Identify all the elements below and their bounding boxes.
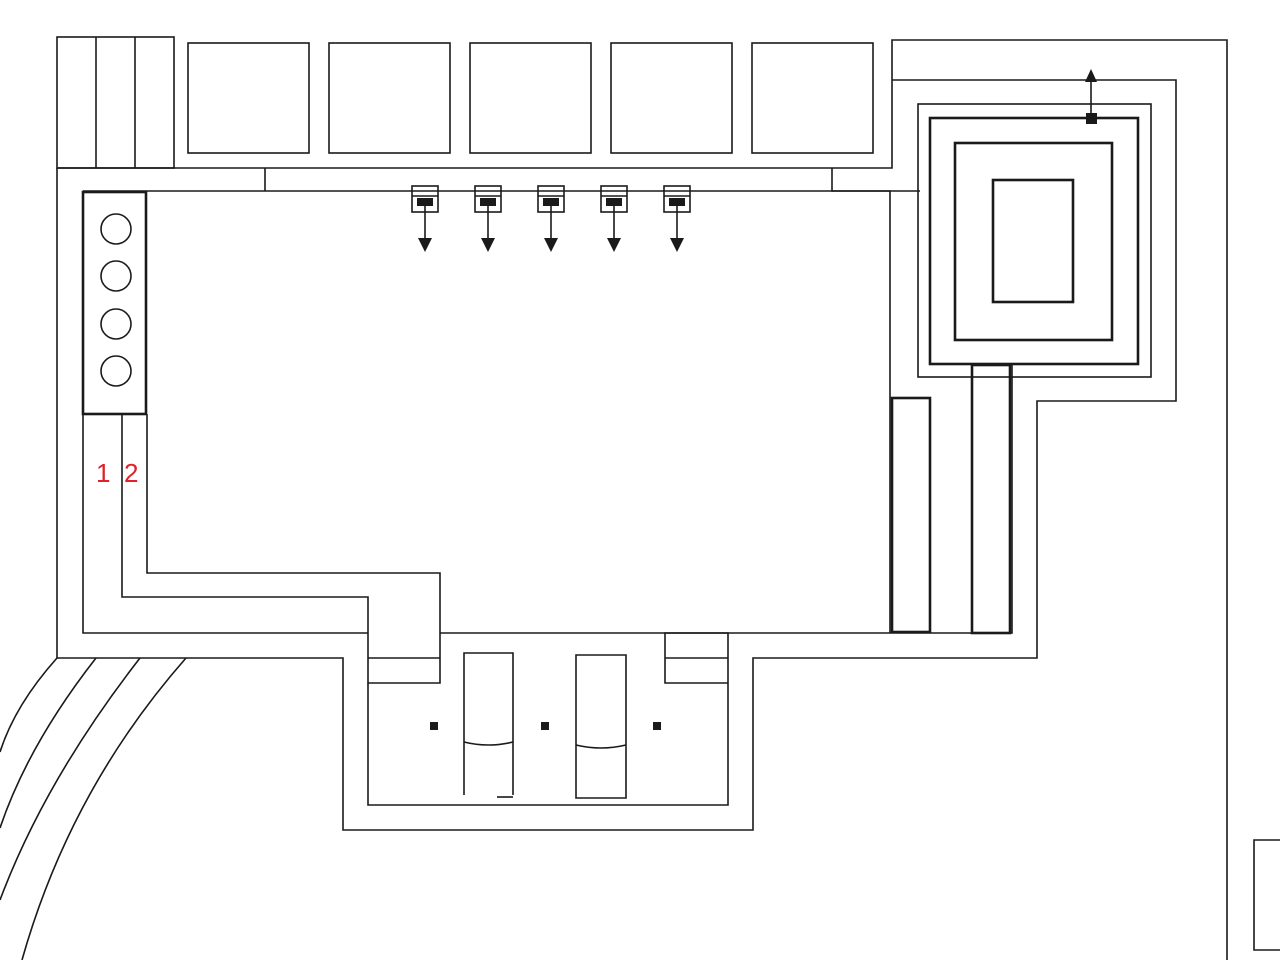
bay-slot	[463, 652, 514, 795]
bottom-bay	[367, 632, 729, 806]
bay-marker	[541, 722, 549, 730]
top-left-strips	[56, 36, 175, 169]
sensor-arrow-icon	[537, 185, 565, 252]
sensor-arrow-icon	[474, 185, 502, 252]
lane-lines	[121, 414, 441, 684]
bay-marker	[430, 722, 438, 730]
sensor-row	[411, 185, 691, 252]
sensor-arrow-icon	[600, 185, 628, 252]
right-bar	[970, 363, 1012, 635]
lane-label-2: 2	[124, 458, 138, 488]
top-box	[610, 42, 733, 154]
sensor-arrow-icon	[411, 185, 439, 252]
top-box	[469, 42, 592, 154]
curved-entry	[0, 657, 187, 960]
circle-port	[100, 355, 132, 387]
left-equipment-panel	[81, 190, 148, 416]
bay-marker	[653, 722, 661, 730]
circle-port	[100, 308, 132, 340]
top-bar	[264, 168, 920, 192]
bay-slot	[575, 654, 627, 799]
circle-port	[100, 213, 132, 245]
corner-box	[1253, 839, 1280, 951]
circle-port	[100, 260, 132, 292]
top-box	[187, 42, 310, 154]
top-box	[328, 42, 451, 154]
sensor-arrow-icon	[663, 185, 691, 252]
lane-label-1: 1	[96, 458, 110, 488]
right-bar	[890, 396, 932, 634]
top-box	[751, 42, 874, 154]
exit-marker-icon	[1086, 113, 1097, 124]
nested-tower	[917, 69, 1152, 378]
main-room	[82, 190, 1013, 634]
outer-boundary	[56, 39, 1228, 960]
top-box-row	[187, 42, 874, 154]
